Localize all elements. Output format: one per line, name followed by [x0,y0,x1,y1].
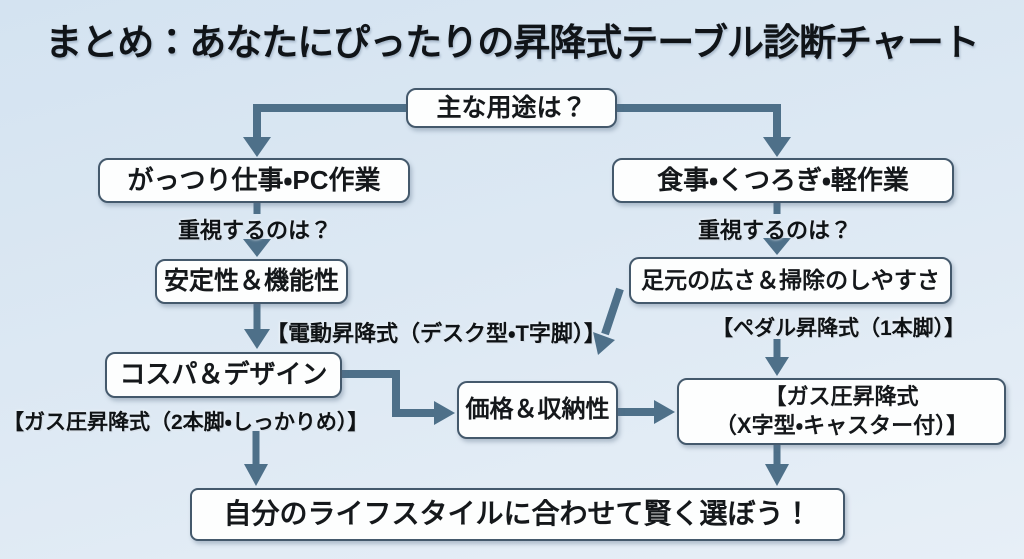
node-main-use: 主な用途は？ [406,88,617,128]
arrowhead-xtype-to-conclusion [765,464,789,486]
node-conclusion: 自分のライフスタイルに合わせて賢く選ぼう！ [190,488,845,541]
arrow-foot-to-price [601,287,624,336]
arrowhead-main-to-dining [763,137,791,157]
edge-label-priority-right: 重視するのは？ [697,218,852,243]
arrowhead-cospa-to-price [434,401,455,425]
node-stability-function: 安定性＆機能性 [155,259,348,304]
node-cospa-design: コスパ＆デザイン [105,352,342,398]
edge-label-electric-desk: 【電動昇降式（デスク型・T字脚）】 [266,321,606,346]
edge-label-gas-two-leg: 【ガス圧昇降式（2本脚・しっかりめ）】 [3,411,369,434]
node-gas-x-caster: 【ガス圧昇降式 （X字型・キャスター付）】 [677,378,1006,445]
edge-label-priority-left: 重視するのは？ [177,218,332,243]
page-title: まとめ：あなたにぴったりの昇降式テーブル診断チャート [45,22,979,63]
node-price-storage: 価格＆収納性 [457,381,618,439]
node-work-pc: がっつり仕事・PC作業 [98,158,410,203]
node-foot-space-cleaning: 足元の広さ＆掃除のしやすさ [629,257,952,304]
edge-label-pedal-single: 【ペダル昇降式（1本脚）】 [712,317,966,340]
arrow-main-to-work [253,104,406,139]
arrowhead-pedal-to-xtype [765,357,789,376]
arrowhead-main-to-work [243,137,271,157]
arrowhead-price-to-xtype [654,400,675,424]
arrowhead-cospa-to-conclusion [244,464,268,486]
node-dining-relax: 食事・くつろぎ・軽作業 [612,158,954,203]
arrow-main-to-dining [617,104,781,139]
